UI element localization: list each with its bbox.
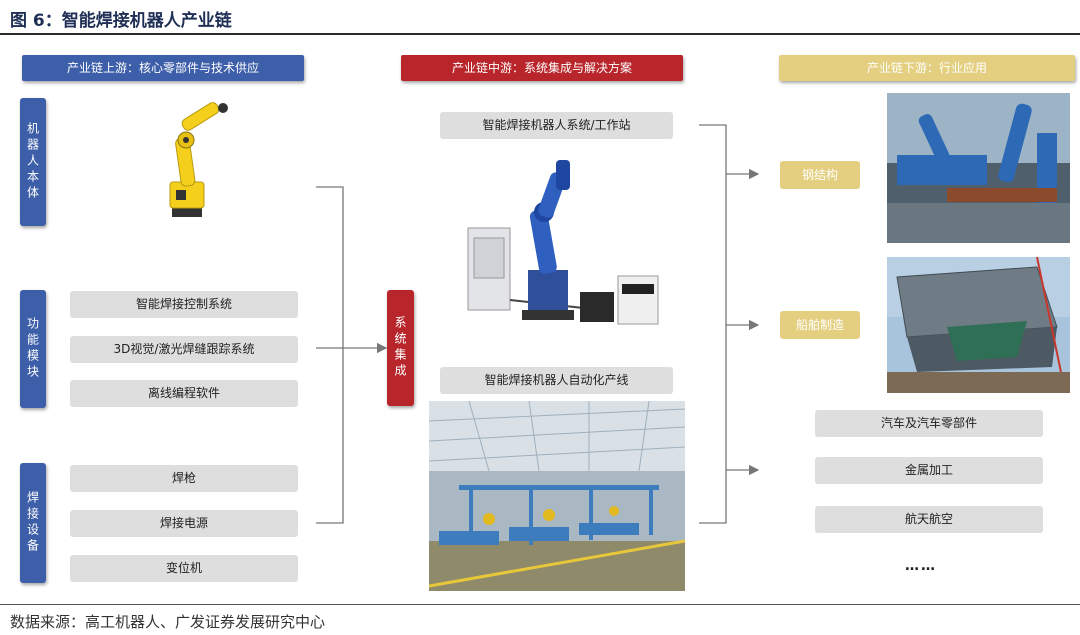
downstream-header: 产业链下游：行业应用 [779, 55, 1075, 81]
control-system-item: 智能焊接控制系统 [70, 291, 298, 318]
vision-tracking-item: 3D视觉/激光焊缝跟踪系统 [70, 336, 298, 363]
steel-structure-image [887, 93, 1070, 243]
positioner-item: 变位机 [70, 555, 298, 582]
more-ellipsis: …… [905, 558, 937, 574]
shipbuilding-image [887, 257, 1070, 393]
top-rule [0, 33, 1080, 35]
robot-body-image [150, 100, 240, 225]
automotive-item: 汽车及汽车零部件 [815, 410, 1043, 437]
function-module-label: 功能模块 [20, 290, 46, 408]
upstream-header: 产业链上游：核心零部件与技术供应 [22, 55, 304, 81]
bottom-rule [0, 604, 1080, 605]
robot-body-label: 机器人本体 [20, 98, 46, 226]
data-source: 数据来源：高工机器人、广发证券发展研究中心 [10, 613, 326, 631]
workstation-item: 智能焊接机器人系统/工作站 [440, 112, 673, 139]
production-line-image [429, 401, 685, 591]
production-line-item: 智能焊接机器人自动化产线 [440, 367, 673, 394]
welding-power-item: 焊接电源 [70, 510, 298, 537]
offline-programming-item: 离线编程软件 [70, 380, 298, 407]
workstation-image [462, 150, 662, 332]
shipbuilding-item: 船舶制造 [780, 311, 860, 339]
system-integration-label: 系统集成 [387, 290, 414, 406]
midstream-header: 产业链中游：系统集成与解决方案 [401, 55, 683, 81]
metal-processing-item: 金属加工 [815, 457, 1043, 484]
figure-title: 图 6：智能焊接机器人产业链 [10, 11, 232, 31]
aerospace-item: 航天航空 [815, 506, 1043, 533]
steel-structure-item: 钢结构 [780, 161, 860, 189]
welding-equipment-label: 焊接设备 [20, 463, 46, 583]
welding-torch-item: 焊枪 [70, 465, 298, 492]
